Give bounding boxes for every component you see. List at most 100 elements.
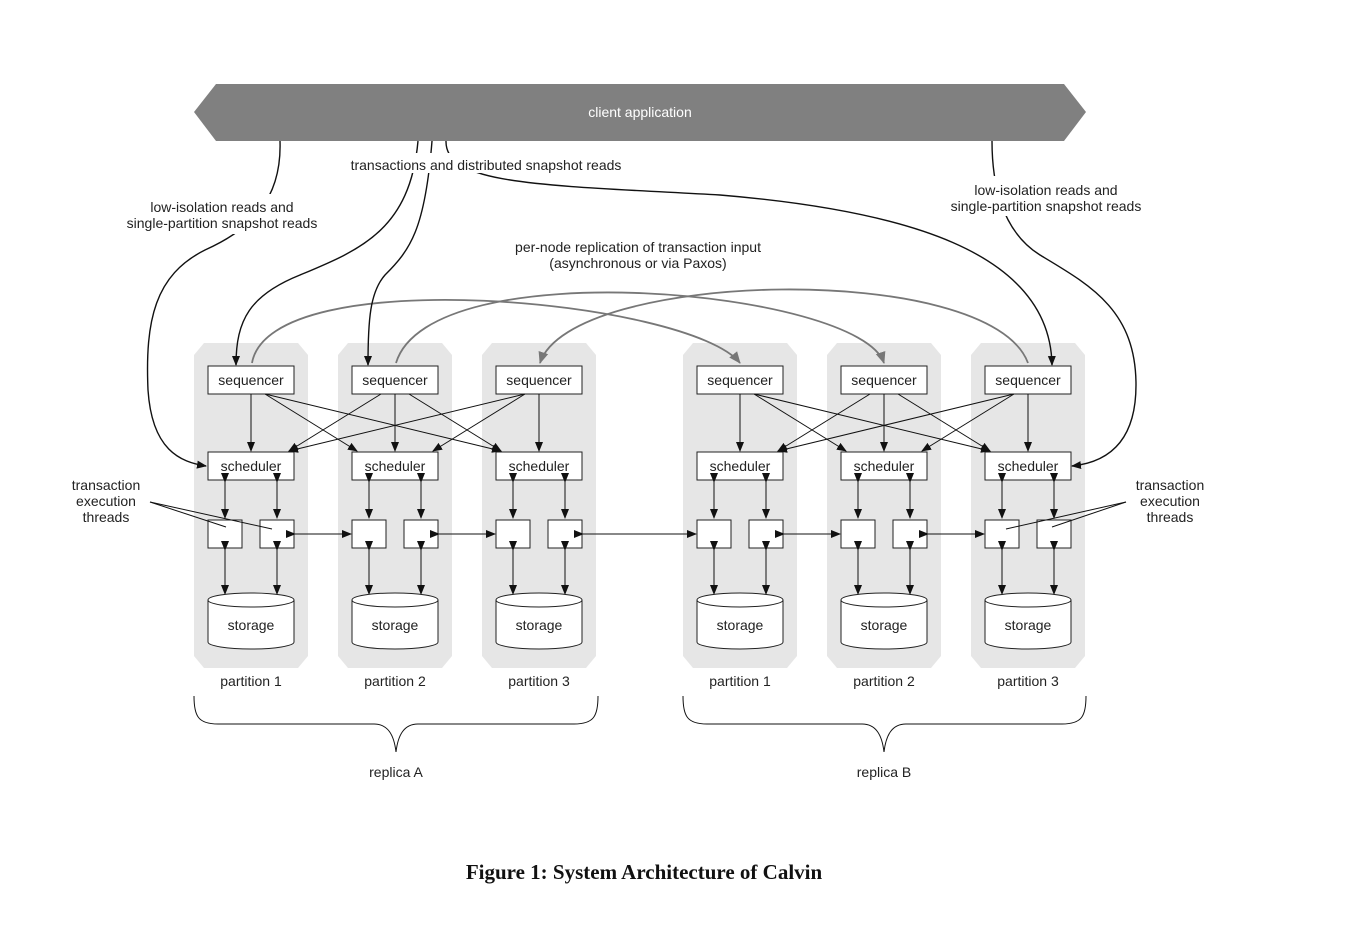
txn-flow-sequencer-b3 [445, 140, 1056, 366]
sequencer-to-scheduler-arrow [753, 393, 991, 453]
sequencer-label: sequencer [218, 372, 284, 388]
scheduler-label: scheduler [509, 458, 570, 474]
threads-right-pointer-2 [1051, 501, 1127, 528]
txn-reads-label: transactions and distributed snapshot re… [351, 157, 622, 173]
threads-left-line-1: transaction [72, 477, 140, 493]
replica-b-label: replica B [857, 764, 911, 780]
execution-thread-box [547, 519, 583, 549]
figure-caption: Figure 1: System Architecture of Calvin [465, 860, 823, 884]
partition-node-b1: sequencer scheduler storage partition 1 [683, 343, 797, 689]
txn-flow-sequencer-a1 [232, 140, 419, 366]
execution-thread-box [748, 519, 784, 549]
scheduler-label: scheduler [221, 458, 282, 474]
scheduler-label: scheduler [365, 458, 426, 474]
storage-label: storage [1005, 617, 1052, 633]
execution-thread-box [892, 519, 928, 549]
threads-left-line-3: threads [83, 509, 130, 525]
execution-thread-box [259, 519, 295, 549]
threads-label-left: transaction execution threads [72, 477, 273, 530]
replication-arc-p2 [395, 291, 886, 364]
storage-cylinder [696, 592, 784, 650]
replica-b-brace [682, 695, 1087, 753]
threads-right-pointer-1 [1005, 501, 1127, 530]
replication-label-2: (asynchronous or via Paxos) [549, 255, 726, 271]
sequencer-label: sequencer [506, 372, 572, 388]
execution-thread-box [1036, 519, 1072, 549]
low-iso-left-label-2: single-partition snapshot reads [127, 215, 318, 231]
partition-label: partition 2 [364, 673, 426, 689]
sequencer-to-scheduler-arrow [897, 393, 991, 452]
partition-node-a3: sequencer scheduler storage partition 3 [482, 343, 596, 689]
replication-arc-p3 [538, 288, 1029, 364]
sequencer-to-scheduler-arrow [288, 393, 382, 452]
partition-label: partition 1 [709, 673, 771, 689]
low-iso-right-label-2: single-partition snapshot reads [951, 198, 1142, 214]
sequencer-to-scheduler-arrow [777, 393, 1015, 453]
storage-cylinder [840, 592, 928, 650]
storage-cylinder [351, 592, 439, 650]
storage-cylinder [984, 592, 1072, 650]
replica-a-group: replica A [193, 695, 599, 780]
sequencer-label: sequencer [362, 372, 428, 388]
storage-label: storage [228, 617, 275, 633]
execution-thread-box [840, 519, 876, 549]
replica-b-group: replica B [682, 695, 1087, 780]
partition-label: partition 2 [853, 673, 915, 689]
sequencer-to-scheduler-arrow [921, 393, 1015, 452]
execution-thread-box [696, 519, 732, 549]
client-application: client application [194, 84, 1086, 141]
threads-left-pointer-2 [149, 501, 273, 530]
sequencer-to-scheduler-arrow [408, 393, 502, 452]
storage-label: storage [372, 617, 419, 633]
execution-thread-box [495, 519, 531, 549]
txn-reads-label-bg [344, 153, 628, 173]
sequencer-box [207, 365, 295, 395]
sequencer-to-scheduler-arrow [264, 393, 358, 452]
replication-arcs [251, 288, 1029, 364]
low-iso-left-label-bg [120, 194, 324, 234]
storage-label: storage [861, 617, 908, 633]
storage-label: storage [516, 617, 563, 633]
sequencer-label: sequencer [707, 372, 773, 388]
threads-left-pointer-1 [149, 501, 227, 528]
scheduler-label: scheduler [998, 458, 1059, 474]
threads-right-line-3: threads [1147, 509, 1194, 525]
sequencer-to-scheduler-arrow [753, 393, 847, 452]
replication-label-1: per-node replication of transaction inpu… [515, 239, 761, 255]
threads-right-line-2: execution [1140, 493, 1200, 509]
sequencer-to-scheduler-arrow [777, 393, 871, 452]
threads-left-line-2: execution [76, 493, 136, 509]
partition-label: partition 1 [220, 673, 282, 689]
execution-thread-box [351, 519, 387, 549]
partition-label: partition 3 [508, 673, 570, 689]
partition-node-a2: sequencer scheduler storage partition 2 [338, 343, 452, 689]
execution-thread-box [403, 519, 439, 549]
sequencer-box [495, 365, 583, 395]
sequencer-scheduler-links [247, 393, 1032, 538]
sequencer-box [840, 365, 928, 395]
execution-thread-box [984, 519, 1020, 549]
execution-thread-box [207, 519, 243, 549]
sequencer-to-scheduler-arrow [264, 393, 502, 453]
scheduler-label: scheduler [710, 458, 771, 474]
replica-a-brace [193, 695, 599, 753]
sequencer-label: sequencer [851, 372, 917, 388]
partition-label: partition 3 [997, 673, 1059, 689]
client-application-label: client application [588, 104, 692, 120]
sequencer-box [351, 365, 439, 395]
storage-cylinder [207, 592, 295, 650]
partition-node-a1: sequencer scheduler storage partition 1 [194, 343, 308, 689]
threads-label-right: transaction execution threads [1005, 477, 1204, 530]
low-iso-left-label-1: low-isolation reads and [150, 199, 293, 215]
threads-right-line-1: transaction [1136, 477, 1204, 493]
sequencer-label: sequencer [995, 372, 1061, 388]
storage-cylinder [495, 592, 583, 650]
sequencer-to-scheduler-arrow [432, 393, 526, 452]
storage-label: storage [717, 617, 764, 633]
low-iso-right-label-bg [944, 176, 1148, 216]
low-iso-right-label-1: low-isolation reads and [974, 182, 1117, 198]
txn-flow-sequencer-a2 [364, 140, 433, 366]
